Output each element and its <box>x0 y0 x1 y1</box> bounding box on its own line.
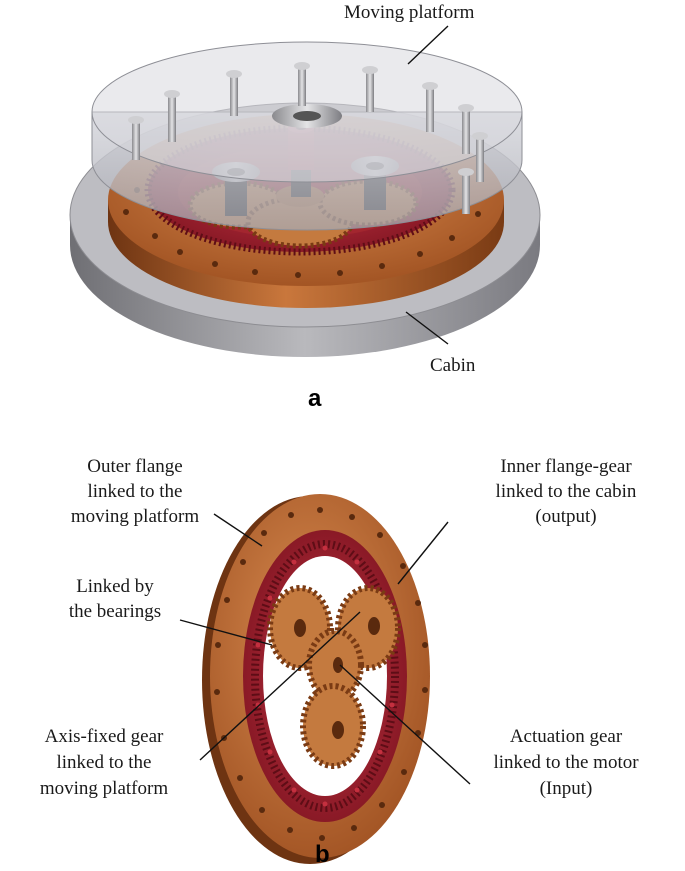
bearings-label: Linked by the bearings <box>69 576 161 622</box>
actuation-gear-label: Actuation gear linked to the motor (Inpu… <box>493 726 639 799</box>
panel-a-letter: a <box>308 385 322 412</box>
bearings-label-line1: Linked by <box>76 576 154 597</box>
outer-flange-label: Outer flange linked to the moving platfo… <box>71 456 199 527</box>
bearings-label-line2: the bearings <box>69 601 161 622</box>
outer-flange-label-line2: linked to the <box>88 481 183 502</box>
panel-b-letter: b <box>315 841 330 868</box>
gear-train <box>267 585 401 769</box>
cabin-leader <box>405 311 449 345</box>
outer-flange-label-line1: Outer flange <box>87 456 182 477</box>
axis-fixed-gear-label-line1: Axis-fixed gear <box>45 726 164 747</box>
panel-a-illustration <box>69 41 541 357</box>
inner-flange-label-line2: linked to the cabin <box>496 481 637 502</box>
axis-fixed-gear-label-line3: moving platform <box>40 778 168 799</box>
bearings-leader <box>179 619 273 646</box>
inner-flange-leader <box>397 521 449 585</box>
actuation-gear-label-line1: Actuation gear <box>510 726 623 747</box>
actuation-gear-leader <box>339 664 471 785</box>
moving-platform-label: Moving platform <box>344 2 475 23</box>
inner-flange-label-line1: Inner flange-gear <box>500 456 632 477</box>
axis-fixed-gear-leader <box>199 611 361 761</box>
actuation-gear-label-line3: (Input) <box>540 778 593 799</box>
moving-platform <box>91 41 523 231</box>
platform-bolts <box>128 62 488 214</box>
inner-flange-label-line3: (output) <box>535 506 596 527</box>
cabin-label: Cabin <box>430 355 476 376</box>
inner-flange-label: Inner flange-gear linked to the cabin (o… <box>496 456 637 527</box>
panel-b-illustration <box>202 494 430 864</box>
axis-fixed-gear-label-line2: linked to the <box>57 752 152 773</box>
moving-platform-leader <box>407 25 449 65</box>
outer-flange-leader <box>213 513 263 547</box>
actuation-gear-label-line2: linked to the motor <box>493 752 639 773</box>
axis-fixed-gear-label: Axis-fixed gear linked to the moving pla… <box>40 726 168 799</box>
outer-flange-label-line3: moving platform <box>71 506 199 527</box>
